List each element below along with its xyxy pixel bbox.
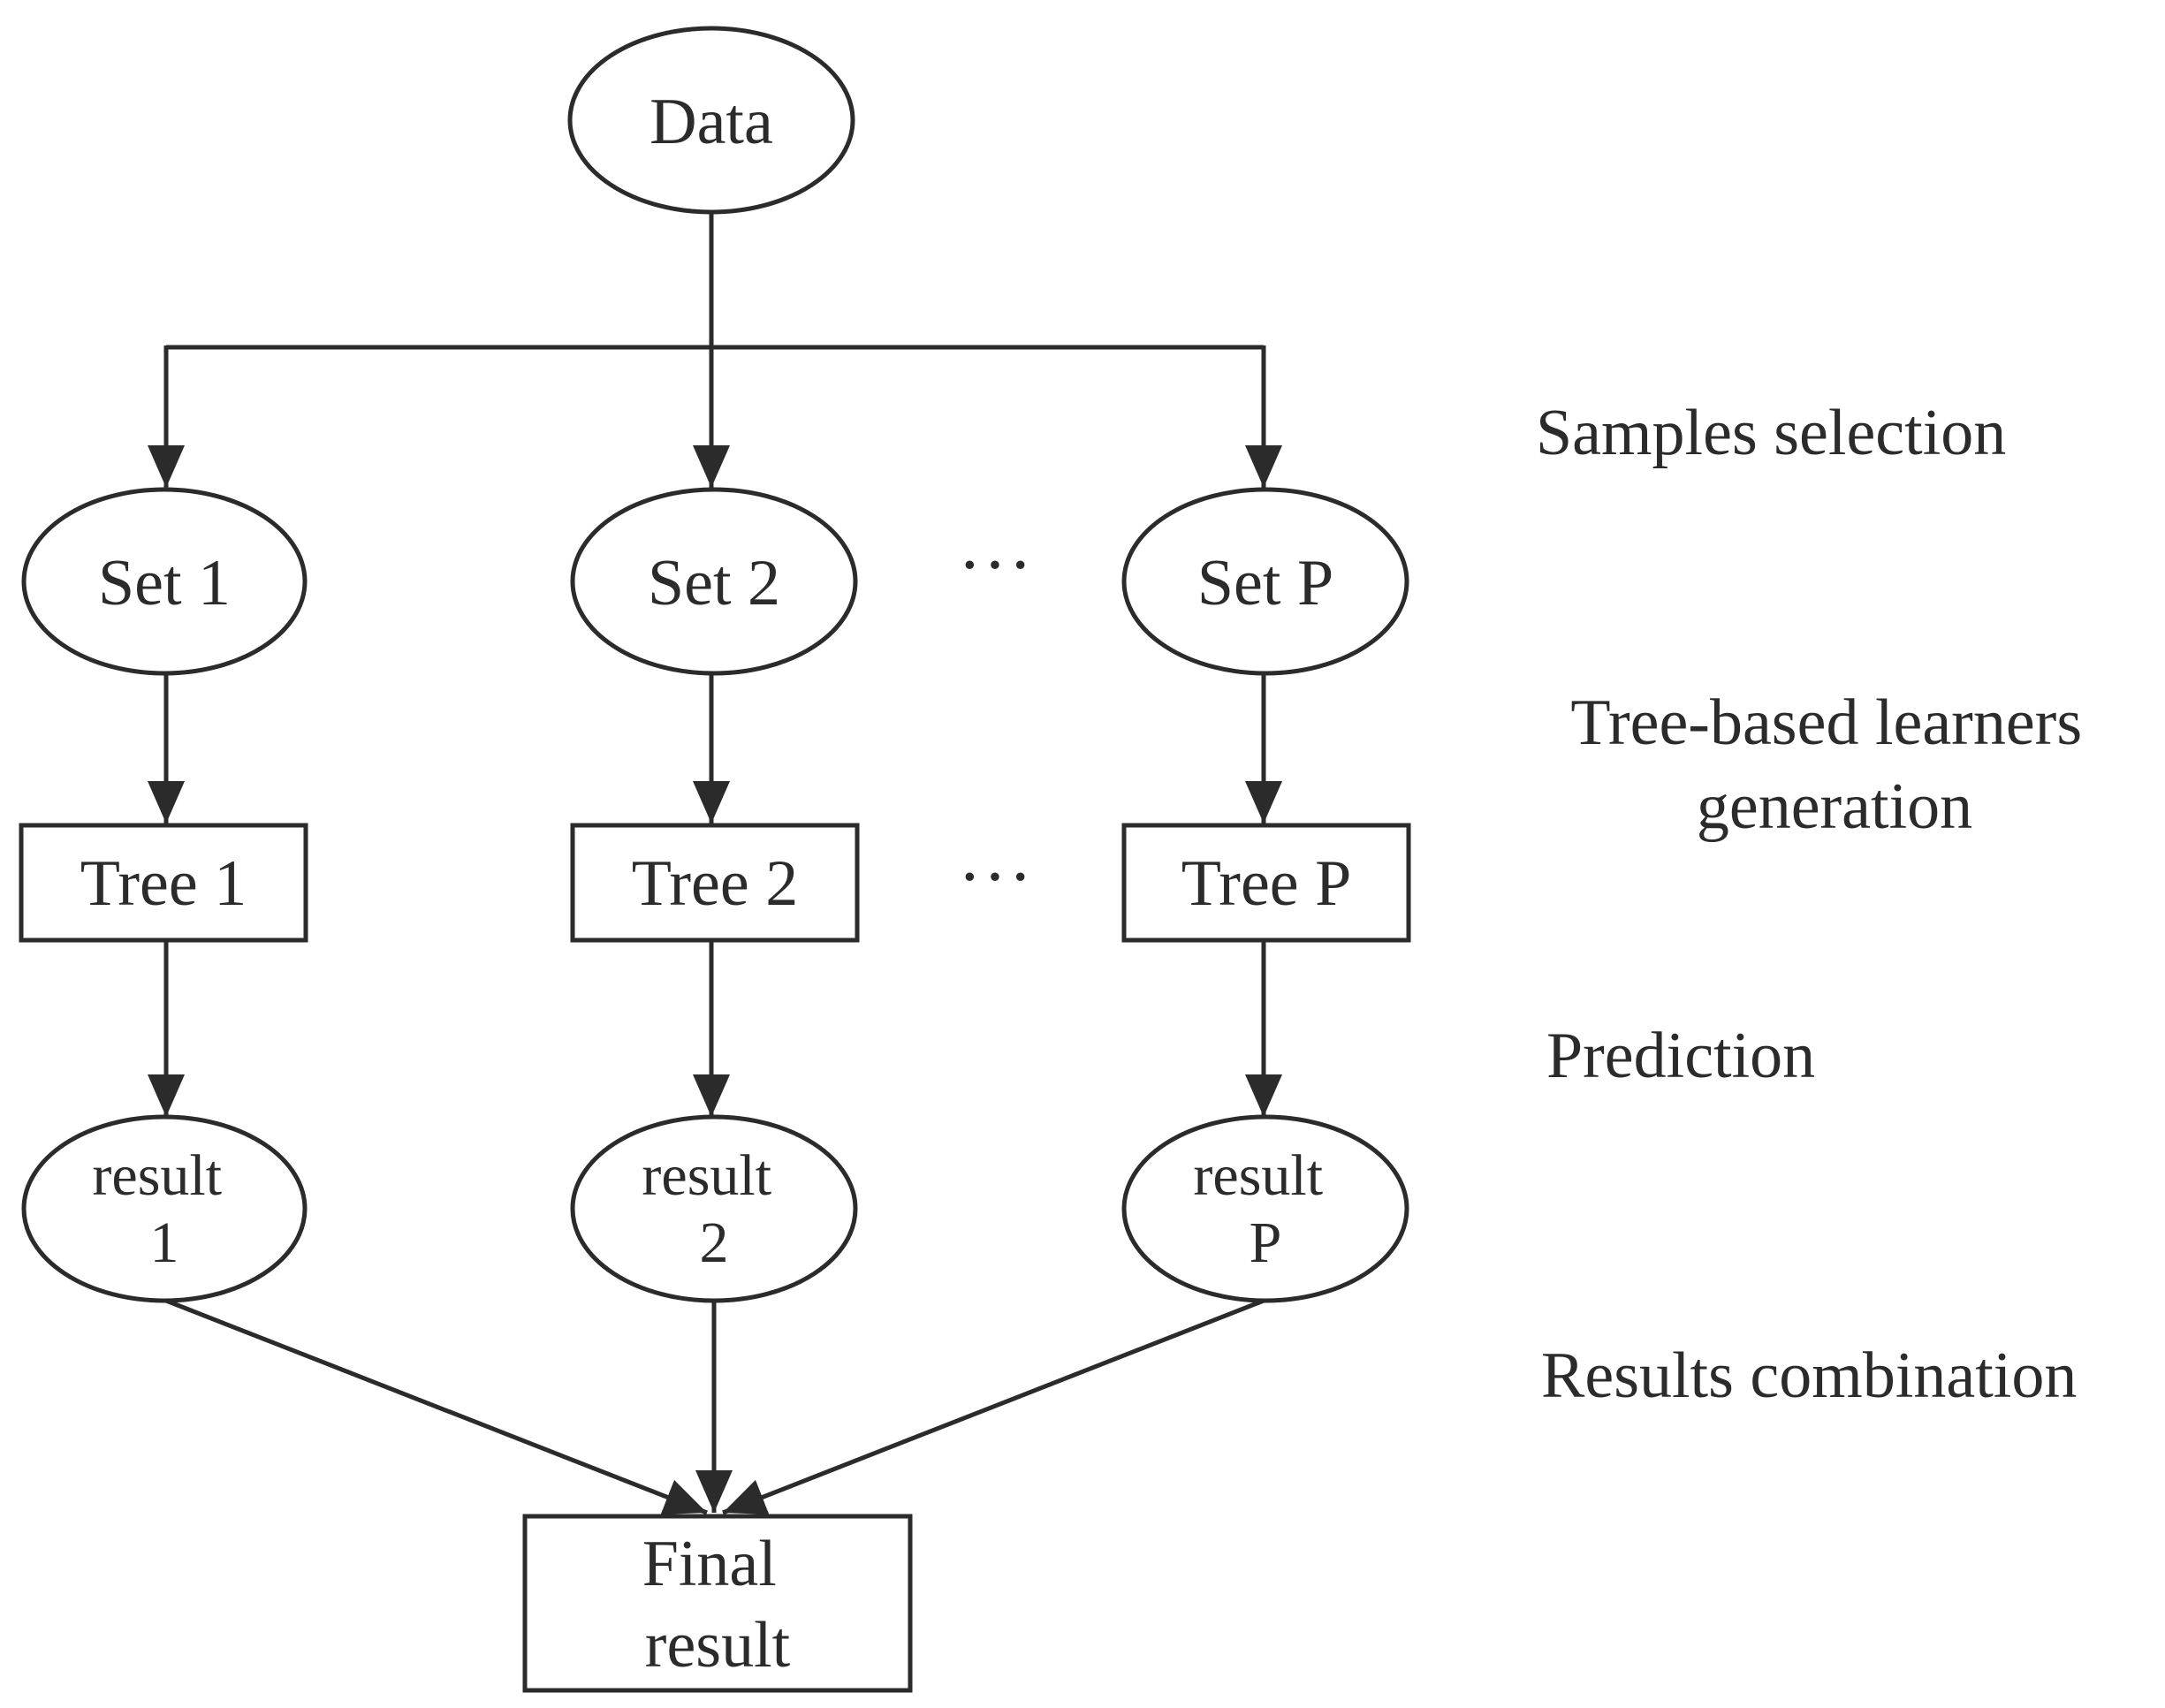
data-ellipse [567,26,855,215]
final-result-line-1: Final [642,1528,777,1600]
set-2-label: Set 2 [648,547,780,619]
final-result-label: Final result [642,1528,794,1681]
tree-p-box [1121,823,1411,943]
node-tree-2: Tree 2 [570,823,860,943]
node-result-p: result P [1121,1114,1409,1303]
result-p-label: result P [1193,1143,1337,1275]
tree-1-box [19,823,308,943]
result-p-line-2: P [1250,1211,1282,1275]
node-tree-1: Tree 1 [19,823,308,943]
set-p-label: Set P [1197,547,1333,619]
set-p-ellipse [1121,487,1409,676]
tree-2-box [570,823,860,943]
stage-tree-generation-line-1: Tree-based learners [1570,687,2082,759]
stage-labels: Samples selection Tree-based learners ge… [1536,397,2098,1412]
set-2-ellipse [570,487,858,676]
set-1-label: Set 1 [98,547,231,619]
edge-result-1-to-final [165,1298,708,1515]
result-1-line-2: 1 [150,1211,179,1275]
result-1-label: result 1 [92,1143,236,1275]
tree-p-label: Tree P [1181,847,1352,920]
node-result-1: result 1 [21,1114,308,1303]
node-result-2: result 2 [570,1114,858,1303]
node-final-result: Final result [522,1514,913,1693]
node-set-p: Set P [1121,487,1409,676]
result-2-line-1: result [642,1143,771,1208]
node-set-1: Set 1 [21,487,308,676]
tree-2-label: Tree 2 [632,847,798,920]
result-2-line-2: 2 [700,1211,729,1275]
data-label: Data [650,86,773,158]
final-result-box [522,1514,913,1693]
edges [148,212,1282,1515]
result-2-ellipse [570,1114,858,1303]
result-2-label: result 2 [642,1143,786,1275]
sets-ellipsis: ··· [958,527,1034,604]
stage-samples-selection: Samples selection [1536,397,2006,469]
result-p-line-1: result [1193,1143,1323,1208]
node-tree-p: Tree P [1121,823,1411,943]
stage-prediction: Prediction [1546,1020,1815,1092]
result-p-ellipse [1121,1114,1409,1303]
result-1-ellipse [21,1114,308,1303]
trees-ellipsis: ··· [958,839,1034,916]
set-1-ellipse [21,487,308,676]
stage-tree-generation-line-2: generation [1697,770,1972,843]
node-data: Data [567,26,855,215]
edge-result-p-to-final [722,1298,1265,1515]
node-set-2: Set 2 [570,487,858,676]
tree-1-label: Tree 1 [80,847,247,920]
stage-tree-generation: Tree-based learners generation [1570,687,2098,843]
final-result-line-2: result [645,1609,791,1681]
result-1-line-1: result [92,1143,222,1208]
stage-results-combination: Results combination [1541,1340,2077,1412]
